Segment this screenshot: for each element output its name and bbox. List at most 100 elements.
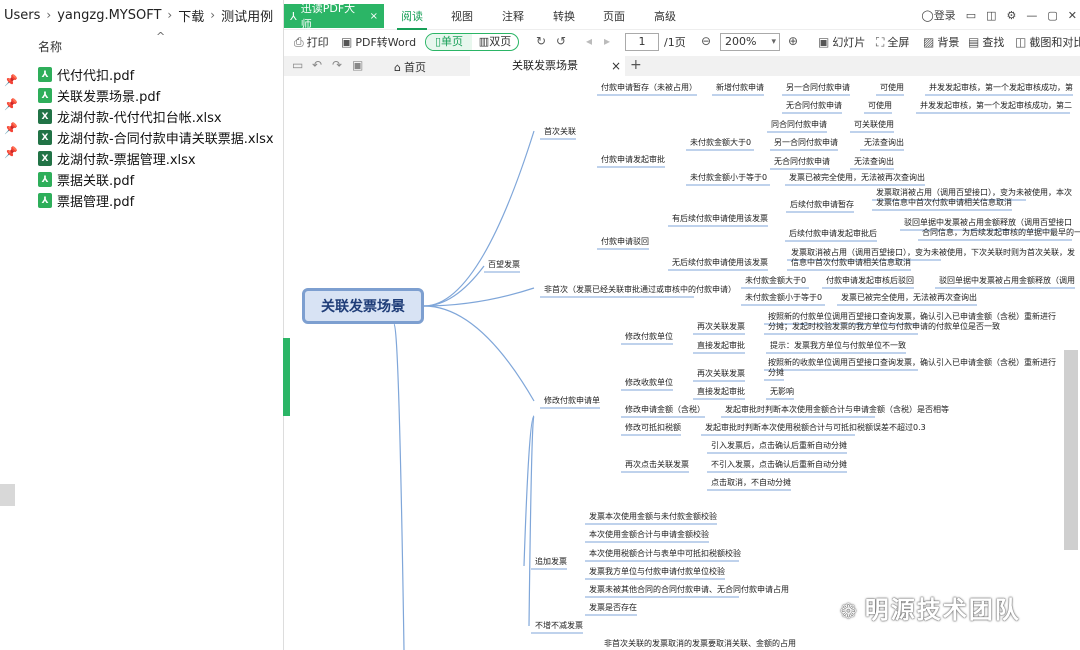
trunk-connector: [423, 305, 535, 402]
file-name: 龙湖付款-合同付款申请关联票据.xlsx: [57, 132, 274, 147]
mindmap-node: 修改收款单位: [625, 378, 673, 387]
pdf-file-icon: ⅄: [38, 67, 52, 82]
file-item[interactable]: X 龙湖付款-代付代扣台帐.xlsx: [38, 106, 278, 127]
zoom-out-icon[interactable]: ⊖: [701, 34, 712, 48]
mindmap-node: 另一合同付款申请: [786, 83, 850, 92]
minimize-icon[interactable]: —: [1026, 8, 1038, 22]
chevron-right-icon: ›: [210, 8, 216, 22]
mindmap-node: 首次关联: [544, 127, 576, 136]
tab-home[interactable]: ⌂首页: [394, 59, 426, 75]
menu-view[interactable]: 视图: [451, 10, 473, 23]
close-tab-icon[interactable]: ×: [610, 59, 621, 73]
app-tab[interactable]: ⅄ 迅读PDF大师 ×: [284, 2, 384, 31]
maximize-icon[interactable]: ▢: [1047, 8, 1058, 22]
chevron-right-icon: ›: [167, 8, 173, 22]
login-button[interactable]: ◯登录: [921, 7, 955, 23]
word-icon: ▣: [341, 35, 353, 49]
mindmap-node: 发票取消被占用（调用百望接口），变为未被使用，下次关联时则为首次关联，发: [791, 248, 1075, 257]
background-button[interactable]: ▨背景: [923, 34, 959, 50]
sort-caret-icon: ^: [156, 30, 166, 43]
mindmap-node: 百望发票: [488, 260, 520, 269]
settings-icon[interactable]: ⚙: [1006, 8, 1017, 22]
sidebar-toggle-handle[interactable]: [283, 338, 290, 416]
mindmap-node: 发起审批时判断本次使用金额合计与申请金额（含税）是否相等: [725, 405, 949, 414]
toolbar: ⎙打印 ▣PDF转Word ▯单页 ▥双页 ↻ ↺ ◂ ▸ 1 /1页 ⊖ 20…: [284, 30, 1080, 54]
tab-document[interactable]: 关联发票场景 ×: [470, 56, 625, 76]
breadcrumb-item[interactable]: yangzg.MYSOFT: [57, 7, 162, 23]
double-page-button[interactable]: ▥双页: [472, 34, 518, 50]
add-tab-icon[interactable]: +: [630, 57, 642, 73]
excel-file-icon: X: [38, 109, 52, 124]
mindmap-node: 无法查询出: [854, 157, 894, 166]
vertical-scrollbar-thumb[interactable]: [1064, 350, 1078, 550]
slideshow-button[interactable]: ▣幻灯片: [818, 34, 865, 50]
screenshot-label: 截图和对比: [1029, 36, 1080, 49]
fullscreen-label: 全屏: [887, 36, 910, 49]
mindmap-node: 合同信息，为后续发起审核的单据中最早的一个付: [922, 228, 1080, 237]
close-icon[interactable]: ×: [369, 10, 378, 22]
open-folder-icon[interactable]: ▭: [292, 58, 304, 72]
file-item[interactable]: ⅄ 票据管理.pdf: [38, 190, 278, 211]
column-header-name[interactable]: 名称 ^: [20, 30, 270, 58]
redo-icon[interactable]: ↷: [332, 58, 343, 72]
breadcrumb-item[interactable]: Users: [4, 7, 41, 23]
excel-file-icon: X: [38, 151, 52, 166]
file-item[interactable]: ⅄ 关联发票场景.pdf: [38, 85, 278, 106]
file-item[interactable]: X 龙湖付款-票据管理.xlsx: [38, 148, 278, 169]
file-item[interactable]: ⅄ 代付代扣.pdf: [38, 64, 278, 85]
trunk-connector: [393, 323, 405, 650]
pin-icon[interactable]: 📌: [4, 122, 18, 135]
mindmap-node: 信息中首次付款申请相关信息取消: [791, 258, 911, 267]
mindmap-node: 无后续付款申请使用该发票: [672, 258, 768, 267]
find-button[interactable]: ▤查找: [968, 34, 1004, 50]
scrollbar-thumb[interactable]: [0, 484, 15, 506]
mindmap-node: 有后续付款申请使用该发票: [672, 214, 768, 223]
mindmap-node: 发票已被完全使用，无法被再次查询出: [841, 293, 977, 302]
fullscreen-button[interactable]: ⛶全屏: [876, 34, 909, 50]
zoom-select[interactable]: 200%: [720, 33, 780, 51]
file-item[interactable]: ⅄ 票据关联.pdf: [38, 169, 278, 190]
skin-icon[interactable]: ◫: [986, 8, 997, 22]
single-page-button[interactable]: ▯单页: [426, 34, 472, 50]
file-name: 票据管理.pdf: [57, 195, 135, 210]
file-item[interactable]: X 龙湖付款-合同付款申请关联票据.xlsx: [38, 127, 278, 148]
tab-document-label: 关联发票场景: [512, 59, 578, 72]
menu-annotate[interactable]: 注释: [502, 10, 524, 23]
pin-icon[interactable]: 📌: [4, 98, 18, 111]
pin-icon[interactable]: 📌: [4, 74, 18, 87]
mindmap-node: 未付款金额大于0: [745, 276, 807, 285]
pdf-file-icon: ⅄: [38, 193, 52, 208]
print-button[interactable]: ⎙打印: [294, 34, 329, 50]
page-number-input[interactable]: 1: [625, 33, 659, 51]
menu-convert[interactable]: 转换: [553, 10, 575, 23]
next-page-icon[interactable]: ▸: [604, 34, 611, 48]
menu-advanced[interactable]: 高级: [654, 10, 676, 23]
find-label: 查找: [982, 36, 1005, 49]
mindmap-node: 另一合同付款申请: [774, 138, 838, 147]
mindmap-node: 再次关联发票: [697, 369, 745, 378]
prev-page-icon[interactable]: ◂: [586, 34, 593, 48]
page-total: /1页: [664, 36, 686, 49]
pdf-to-word-button[interactable]: ▣PDF转Word: [341, 34, 416, 50]
mindmap-node: 点击取消，不自动分摊: [711, 478, 791, 487]
menu-read[interactable]: 阅读: [397, 10, 427, 30]
screenshot-button[interactable]: ◫截图和对比: [1015, 34, 1080, 50]
zoom-in-icon[interactable]: ⊕: [788, 34, 799, 48]
close-window-icon[interactable]: ✕: [1067, 8, 1077, 22]
mindmap-node: 后续付款申请暂存: [790, 200, 854, 209]
slideshow-label: 幻灯片: [832, 36, 866, 49]
breadcrumb-item[interactable]: 测试用例: [221, 9, 274, 25]
message-icon[interactable]: ▭: [965, 8, 977, 22]
menu-page[interactable]: 页面: [603, 10, 625, 23]
mindmap-node: 发票是否存在: [589, 603, 637, 612]
rotate-right-icon[interactable]: ↻: [536, 34, 547, 48]
pdf-canvas[interactable]: 关联发票场景 首次关联付款申请暂存（未被占用）新增付款申请另一合同付款申请可使用…: [284, 76, 1080, 650]
save-icon[interactable]: ▣: [352, 58, 364, 72]
pin-icon[interactable]: 📌: [4, 146, 18, 159]
mindmap-node: 驳回单据中发票被占用金额释放（调用: [939, 276, 1075, 285]
mindmap-node: 可使用: [868, 101, 892, 110]
rotate-left-icon[interactable]: ↺: [556, 34, 567, 48]
undo-icon[interactable]: ↶: [312, 58, 323, 72]
breadcrumb-item[interactable]: 下载: [178, 9, 205, 25]
fullscreen-icon: ⛶: [876, 34, 885, 49]
